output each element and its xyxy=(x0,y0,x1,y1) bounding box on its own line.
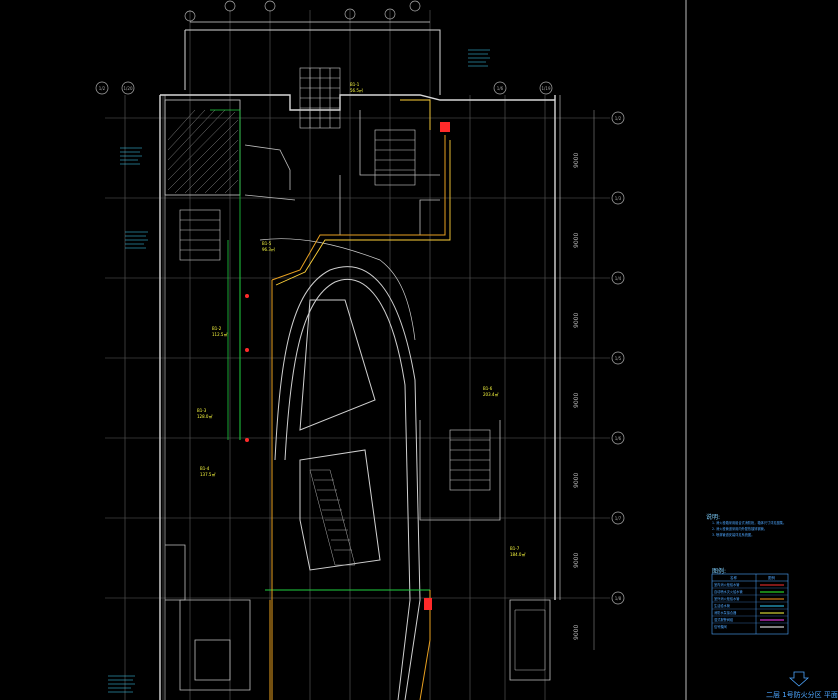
legend-item-6: 湿式报警阀组 xyxy=(714,617,734,622)
room-code-3: B1-3 xyxy=(197,408,207,413)
fire-equipment xyxy=(245,122,450,610)
legend-heading: 图例: xyxy=(712,568,727,575)
dim-1: 9000 xyxy=(573,153,580,168)
row-tag-1: 1/2 xyxy=(615,116,622,121)
room-code-7: B1-7 xyxy=(510,546,520,551)
escalator xyxy=(309,469,356,566)
col-tag-4: 1/19 xyxy=(542,86,551,91)
dimension-texts: 9000 9000 9000 9000 9000 9000 9000 xyxy=(573,153,580,640)
legend-table: 名称 图例 室内消火栓给水管 自动喷水灭火给水管 室外消火栓给水管 生活给水管 … xyxy=(711,573,789,635)
legend-item-3: 室外消火栓给水管 xyxy=(714,596,740,601)
room-code-2: B1-2 xyxy=(212,326,222,331)
room-area-6: 203.4㎡ xyxy=(483,391,498,397)
dim-2: 9000 xyxy=(573,233,580,248)
title-arrow-icon xyxy=(788,671,810,687)
room-area-7: 184.0㎡ xyxy=(510,551,525,557)
room-area-5: 96.3㎡ xyxy=(262,246,275,252)
partitions xyxy=(165,110,551,691)
notes-block: 1. 消火栓箱采用组合式消防柜，箱体尺寸详见图集。 2. 消火栓管道采用内外壁热… xyxy=(712,520,786,537)
legend-header-name: 名称 xyxy=(730,575,738,580)
room-area-3: 128.0㎡ xyxy=(197,413,212,419)
dim-7: 9000 xyxy=(573,625,580,640)
grid-bubbles-top xyxy=(95,0,553,95)
note-1: 1. 消火栓箱采用组合式消防柜，箱体尺寸详见图集。 xyxy=(712,520,786,525)
stair-upper xyxy=(179,67,491,491)
legend-item-7: 信号蝶阀 xyxy=(714,624,727,629)
row-tag-2: 1/3 xyxy=(615,196,622,201)
room-code-6: B1-6 xyxy=(483,386,493,391)
dim-6: 9000 xyxy=(573,553,580,568)
note-3: 3. 喷淋管道安装详见系统图。 xyxy=(712,532,754,537)
building-walls xyxy=(159,21,561,700)
dim-4: 9000 xyxy=(573,393,580,408)
grid-bubbles-right xyxy=(611,111,625,605)
pipe-network xyxy=(210,99,451,700)
row-tag-5: 1/6 xyxy=(615,436,622,441)
row-tag-6: 1/7 xyxy=(615,516,622,521)
room-code-4: B1-4 xyxy=(200,466,210,471)
col-tag-1: 1/2 xyxy=(99,86,106,91)
dim-5: 9000 xyxy=(573,473,580,488)
legend-item-5: 消防水泵接合器 xyxy=(714,610,737,615)
row-tag-3: 1/4 xyxy=(615,276,622,281)
col-tag-2: 1/20 xyxy=(124,86,133,91)
row-tag-7: 1/8 xyxy=(615,596,622,601)
room-area-2: 112.5㎡ xyxy=(212,331,227,337)
legend-item-4: 生活给水管 xyxy=(714,603,730,608)
row-tags: 1/2 1/3 1/4 1/5 1/6 1/7 1/8 xyxy=(615,116,622,601)
grid-lines xyxy=(105,10,610,700)
room-code-5: B1-5 xyxy=(262,241,272,246)
grid-tags: 1/2 1/20 1/6 1/19 xyxy=(99,86,551,91)
room-labels: B1-1 56.5㎡ B1-2 112.5㎡ B1-3 128.0㎡ B1-4 … xyxy=(197,82,525,557)
room-code-1: B1-1 xyxy=(350,82,360,87)
row-tag-4: 1/5 xyxy=(615,356,622,361)
room-area-4: 137.5㎡ xyxy=(200,471,215,477)
dim-3: 9000 xyxy=(573,313,580,328)
legend-header-symbol: 图例 xyxy=(768,575,776,580)
annotation-blocks xyxy=(108,49,490,693)
legend-item-2: 自动喷水灭火给水管 xyxy=(714,589,743,594)
note-2: 2. 消火栓管道采用内外壁热镀锌钢管。 xyxy=(712,526,767,531)
legend-item-1: 室内消火栓给水管 xyxy=(714,582,740,587)
room-area-1: 56.5㎡ xyxy=(350,87,363,93)
drawing-title: 二层 1号防火分区 平面图 xyxy=(766,691,838,699)
hatched-core xyxy=(164,99,241,196)
atrium-void xyxy=(259,238,421,700)
notes-heading: 说明: xyxy=(706,514,721,521)
col-tag-3: 1/6 xyxy=(497,86,504,91)
